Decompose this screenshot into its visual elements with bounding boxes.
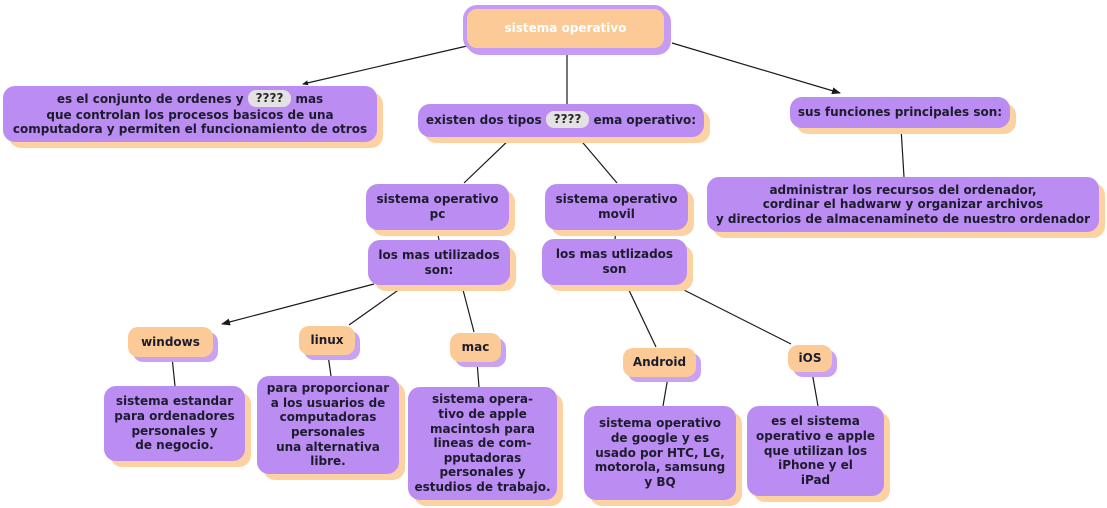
node-most-used-pc[interactable]: los mas utilizados son: (368, 240, 510, 285)
edge-os-movil-most-used (614, 229, 617, 240)
node-linux[interactable]: linux (299, 326, 355, 355)
node-linux-label: linux (310, 333, 344, 348)
node-os-pc[interactable]: sistema operativo pc (366, 184, 509, 230)
node-mac-description[interactable]: sistema opera- tivo de apple macintosh p… (408, 387, 557, 500)
types-text-before: existen dos tipos (425, 113, 542, 128)
edge-most-used-mac (461, 285, 475, 333)
linux-description-text: para proporcionar a los usuarios de comp… (266, 381, 390, 469)
edge-most-used-ios (675, 285, 792, 345)
node-ios-label: iOS (798, 351, 822, 366)
edge-linux-desc (327, 354, 332, 377)
node-windows[interactable]: windows (128, 327, 213, 357)
node-root[interactable]: sistema operativo (463, 5, 668, 52)
node-types-text: existen dos tipos????ema operativo: (425, 111, 697, 129)
node-mac[interactable]: mac (450, 333, 501, 362)
node-definition-text: es el conjunto de ordenes y????mas que c… (12, 90, 368, 137)
edge-types-os-movil (577, 136, 618, 184)
node-windows-label: windows (141, 334, 200, 349)
node-functions-detail[interactable]: administrar los recursos del ordenador, … (707, 177, 1099, 232)
edge-most-used-android (626, 285, 657, 348)
edge-types-os-pc (463, 136, 513, 184)
definition-text-before: es el conjunto de ordenes y (56, 92, 244, 107)
definition-text-rest: que controlan los procesos basicos de un… (12, 107, 368, 137)
node-android[interactable]: Android (623, 348, 696, 377)
node-definition[interactable]: es el conjunto de ordenes y????mas que c… (3, 86, 377, 142)
node-android-description[interactable]: sistema operativo de google y es usado p… (584, 406, 736, 500)
node-windows-description[interactable]: sistema estandar para ordenadores person… (104, 386, 245, 461)
edge-root-definition (302, 45, 468, 86)
node-most-used-movil-label: los mas utlizados son (555, 247, 674, 276)
edge-android-desc (662, 376, 669, 407)
node-functions-detail-label: administrar los recursos del ordenador, … (715, 182, 1091, 226)
node-types[interactable]: existen dos tipos????ema operativo: (418, 104, 704, 137)
edge-mac-desc (476, 361, 480, 388)
ios-description-text: es el sistema operativo e apple que util… (756, 414, 875, 487)
node-os-movil[interactable]: sistema operativo movil (545, 184, 688, 230)
masked-answer-chip[interactable]: ???? (545, 111, 590, 128)
node-most-used-movil[interactable]: los mas utlizados son (542, 239, 687, 285)
node-os-movil-label: sistema operativo movil (555, 192, 678, 221)
edge-ios-desc (811, 371, 819, 407)
node-functions-label: sus funciones principales son: (797, 105, 1003, 120)
edge-windows-desc (171, 356, 176, 387)
types-text-after: ema operativo: (593, 113, 697, 128)
node-most-used-pc-label: los mas utilizados son: (378, 247, 500, 277)
edge-root-functions (671, 42, 841, 95)
windows-description-text: sistema estandar para ordenadores person… (114, 394, 235, 453)
node-os-pc-label: sistema operativo pc (376, 192, 499, 221)
mac-description-text: sistema opera- tivo de apple macintosh p… (414, 392, 551, 495)
edge-functions-detail (900, 127, 905, 178)
node-functions[interactable]: sus funciones principales son: (790, 97, 1010, 128)
edge-most-used-windows (221, 283, 375, 326)
node-mac-label: mac (461, 340, 490, 355)
node-linux-description[interactable]: para proporcionar a los usuarios de comp… (257, 376, 399, 474)
node-ios-description[interactable]: es el sistema operativo e apple que util… (747, 406, 884, 496)
masked-answer-chip[interactable]: ???? (247, 90, 292, 107)
definition-text-after: mas (295, 92, 324, 107)
node-android-label: Android (632, 355, 687, 370)
android-description-text: sistema operativo de google y es usado p… (594, 416, 726, 489)
node-ios[interactable]: iOS (788, 345, 832, 372)
edge-os-pc-most-used (436, 229, 440, 241)
node-root-label: sistema operativo (504, 21, 627, 36)
edge-most-used-linux (348, 285, 405, 326)
